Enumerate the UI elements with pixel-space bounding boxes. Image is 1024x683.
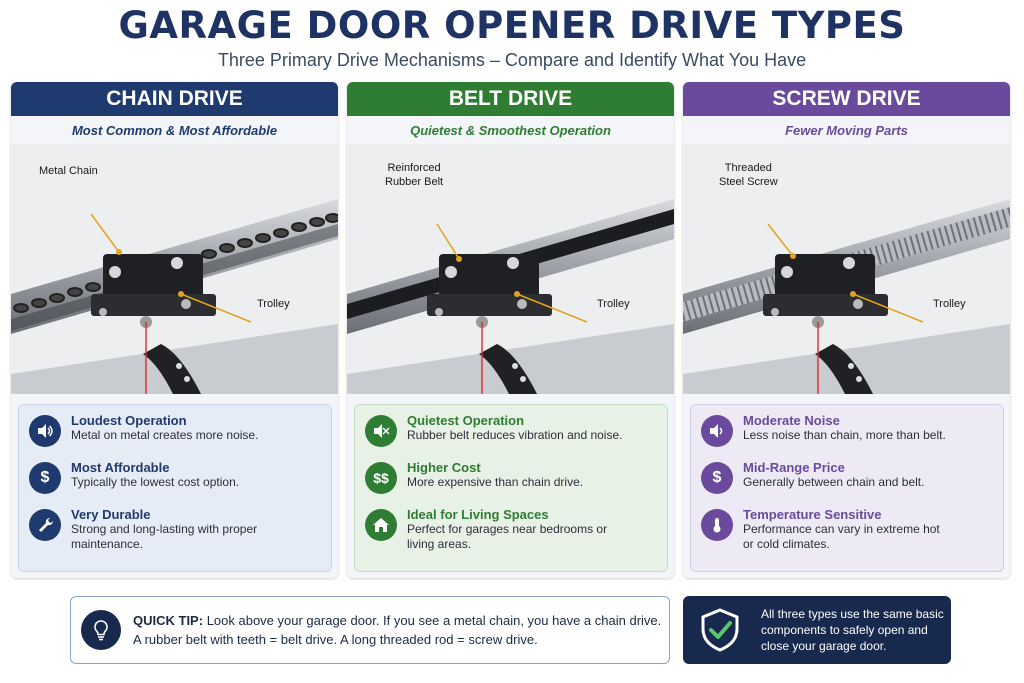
- wrench-icon: [29, 509, 61, 541]
- card-title: CHAIN DRIVE: [11, 82, 338, 116]
- feature-desc: Less noise than chain, more than belt.: [743, 428, 946, 442]
- feature-desc: Rubber belt reduces vibration and noise.: [407, 428, 623, 442]
- quick-tip-box: QUICK TIP: Look above your garage door. …: [70, 596, 670, 664]
- feature-item: Loudest Operation Metal on metal creates…: [29, 413, 321, 460]
- page-title: GARAGE DOOR OPENER DRIVE TYPES: [118, 4, 906, 47]
- trolley-callout-label: Trolley: [257, 298, 290, 310]
- feature-desc: Strong and long-lasting with proper main…: [71, 522, 258, 551]
- feature-item: $ Mid-Range Price Generally between chai…: [701, 460, 993, 507]
- note-text: All three types use the same basic compo…: [761, 607, 944, 653]
- feature-title: Loudest Operation: [71, 413, 187, 428]
- page-subtitle: Three Primary Drive Mechanisms – Compare…: [217, 50, 807, 70]
- drive-callout-label: Threaded Steel Screw: [719, 162, 778, 188]
- feature-item: Moderate Noise Less noise than chain, mo…: [701, 413, 993, 460]
- feature-title: Temperature Sensitive: [743, 507, 882, 522]
- feature-desc: Generally between chain and belt.: [743, 475, 925, 489]
- feature-item: Very Durable Strong and long-lasting wit…: [29, 507, 321, 554]
- tip-line-1: Look above your garage door. If you see …: [206, 613, 662, 628]
- features-panel: Moderate Noise Less noise than chain, mo…: [690, 404, 1004, 572]
- drive-callout-label: Metal Chain: [39, 165, 98, 177]
- double-dollar-icon: $$: [365, 462, 397, 494]
- safety-note-box: All three types use the same basic compo…: [683, 596, 951, 664]
- screw-drive-illustration: Threaded Steel Screw Trolley: [683, 144, 1010, 394]
- lightbulb-icon: [81, 610, 121, 650]
- thermometer-icon: [701, 509, 733, 541]
- trolley-callout-label: Trolley: [597, 298, 630, 310]
- feature-title: Mid-Range Price: [743, 460, 845, 475]
- trolley-callout-label: Trolley: [933, 298, 966, 310]
- feature-title: Higher Cost: [407, 460, 481, 475]
- card-title: SCREW DRIVE: [683, 82, 1010, 116]
- home-icon: [365, 509, 397, 541]
- card-tagline: Fewer Moving Parts: [683, 116, 1010, 144]
- feature-item: $ Most Affordable Typically the lowest c…: [29, 460, 321, 507]
- chain-drive-illustration: Metal Chain Trolley: [11, 144, 338, 394]
- features-panel: Quietest Operation Rubber belt reduces v…: [354, 404, 668, 572]
- feature-title: Ideal for Living Spaces: [407, 507, 549, 522]
- feature-desc: Performance can vary in extreme hot or c…: [743, 522, 940, 551]
- feature-title: Quietest Operation: [407, 413, 525, 428]
- feature-item: Ideal for Living Spaces Perfect for gara…: [365, 507, 657, 554]
- feature-desc: Metal on metal creates more noise.: [71, 428, 259, 442]
- chain-drive-card: CHAIN DRIVE Most Common & Most Affordabl…: [11, 82, 338, 578]
- feature-title: Moderate Noise: [743, 413, 840, 428]
- screw-drive-card: SCREW DRIVE Fewer Moving Parts: [683, 82, 1010, 578]
- feature-item: $$ Higher Cost More expensive than chain…: [365, 460, 657, 507]
- speaker-icon: [29, 415, 61, 447]
- card-tagline: Quietest & Smoothest Operation: [347, 116, 674, 144]
- feature-item: Temperature Sensitive Performance can va…: [701, 507, 993, 554]
- feature-desc: Typically the lowest cost option.: [71, 475, 240, 489]
- feature-desc: More expensive than chain drive.: [407, 475, 584, 489]
- drive-callout-label: Reinforced Rubber Belt: [385, 162, 444, 188]
- card-tagline: Most Common & Most Affordable: [11, 116, 338, 144]
- tip-line-2: A rubber belt with teeth = belt drive. A…: [133, 632, 538, 647]
- dollar-icon: $: [29, 462, 61, 494]
- belt-drive-card: BELT DRIVE Quietest & Smoothest Operatio…: [347, 82, 674, 578]
- feature-item: Quietest Operation Rubber belt reduces v…: [365, 413, 657, 460]
- feature-title: Most Affordable: [71, 460, 170, 475]
- belt-drive-illustration: Reinforced Rubber Belt Trolley: [347, 144, 674, 394]
- feature-title: Very Durable: [71, 507, 151, 522]
- speaker-icon: [701, 415, 733, 447]
- tip-label: QUICK TIP:: [133, 613, 204, 628]
- features-panel: Loudest Operation Metal on metal creates…: [18, 404, 332, 572]
- shield-check-icon: [697, 607, 743, 653]
- dollar-icon: $: [701, 462, 733, 494]
- card-title: BELT DRIVE: [347, 82, 674, 116]
- muted-speaker-icon: [365, 415, 397, 447]
- feature-desc: Perfect for garages near bedrooms or liv…: [407, 522, 608, 551]
